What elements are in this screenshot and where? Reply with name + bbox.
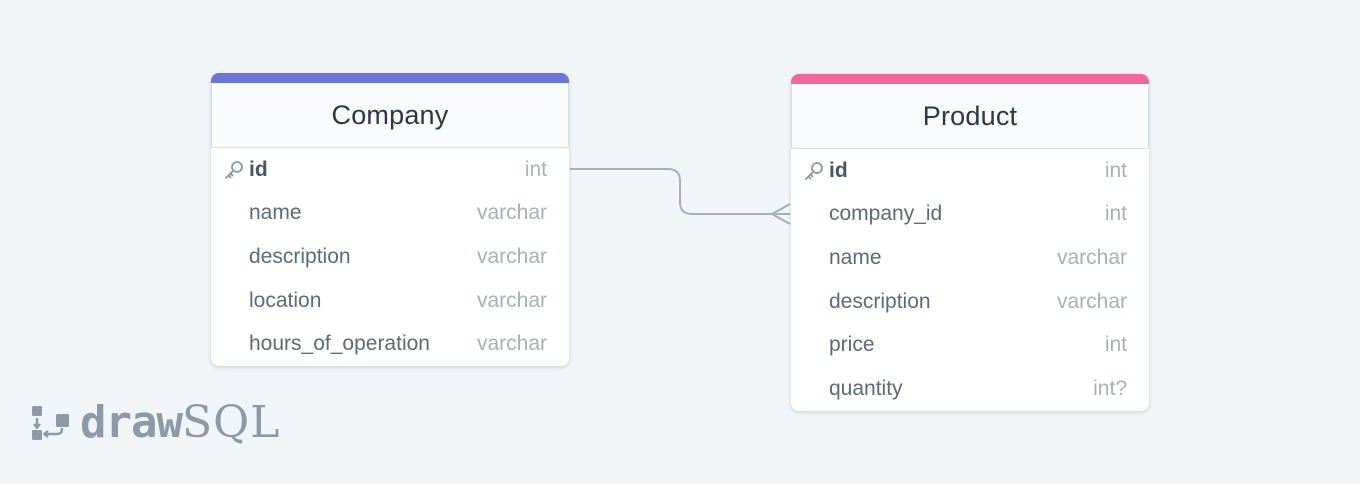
column-type: varchar bbox=[1056, 245, 1127, 269]
column-name: price bbox=[829, 333, 875, 357]
table-product[interactable]: Product id int company_id int name varch… bbox=[791, 74, 1149, 411]
column-type: int bbox=[524, 157, 547, 181]
table-row[interactable]: id int bbox=[211, 148, 569, 192]
table-title[interactable]: Product bbox=[791, 84, 1149, 149]
column-type: varchar bbox=[476, 244, 547, 268]
column-type: varchar bbox=[1056, 289, 1127, 313]
brand-wordmark-draw: draw bbox=[80, 396, 183, 448]
column-type: int bbox=[1104, 202, 1127, 226]
table-accent-bar bbox=[791, 74, 1149, 84]
table-row[interactable]: description varchar bbox=[211, 235, 569, 279]
drawsql-logo-icon bbox=[32, 406, 69, 440]
key-icon bbox=[803, 160, 825, 182]
column-name: name bbox=[249, 201, 302, 225]
table-row[interactable]: location varchar bbox=[211, 279, 569, 323]
column-type: int bbox=[1104, 158, 1127, 182]
table-title[interactable]: Company bbox=[211, 83, 569, 148]
column-name: name bbox=[829, 245, 882, 269]
column-name: id bbox=[249, 157, 268, 181]
table-row[interactable]: hours_of_operation varchar bbox=[211, 322, 569, 366]
column-type: varchar bbox=[476, 288, 547, 312]
crows-foot-icon bbox=[769, 203, 791, 225]
column-type: int bbox=[1104, 333, 1127, 357]
table-row[interactable]: name varchar bbox=[791, 236, 1149, 280]
table-row[interactable]: name varchar bbox=[211, 192, 569, 236]
column-name: location bbox=[249, 288, 322, 312]
column-type: int? bbox=[1093, 376, 1127, 400]
column-name: quantity bbox=[829, 376, 903, 400]
key-icon bbox=[223, 159, 245, 181]
table-accent-bar bbox=[211, 73, 569, 83]
table-company[interactable]: Company id int name varchar description … bbox=[211, 73, 569, 366]
brand-wordmark-sql: SQL bbox=[181, 396, 281, 448]
column-name: description bbox=[829, 289, 931, 313]
column-name: company_id bbox=[829, 202, 943, 226]
table-row[interactable]: id int bbox=[791, 149, 1149, 193]
column-type: varchar bbox=[476, 201, 547, 225]
column-name: hours_of_operation bbox=[249, 332, 430, 356]
table-row[interactable]: company_id int bbox=[791, 193, 1149, 237]
relationship-line bbox=[570, 168, 790, 215]
column-type: varchar bbox=[476, 332, 547, 356]
column-name: description bbox=[249, 244, 351, 268]
table-row[interactable]: description varchar bbox=[791, 280, 1149, 324]
table-row[interactable]: quantity int? bbox=[791, 367, 1149, 411]
column-name: id bbox=[829, 158, 848, 182]
table-row[interactable]: price int bbox=[791, 323, 1149, 367]
